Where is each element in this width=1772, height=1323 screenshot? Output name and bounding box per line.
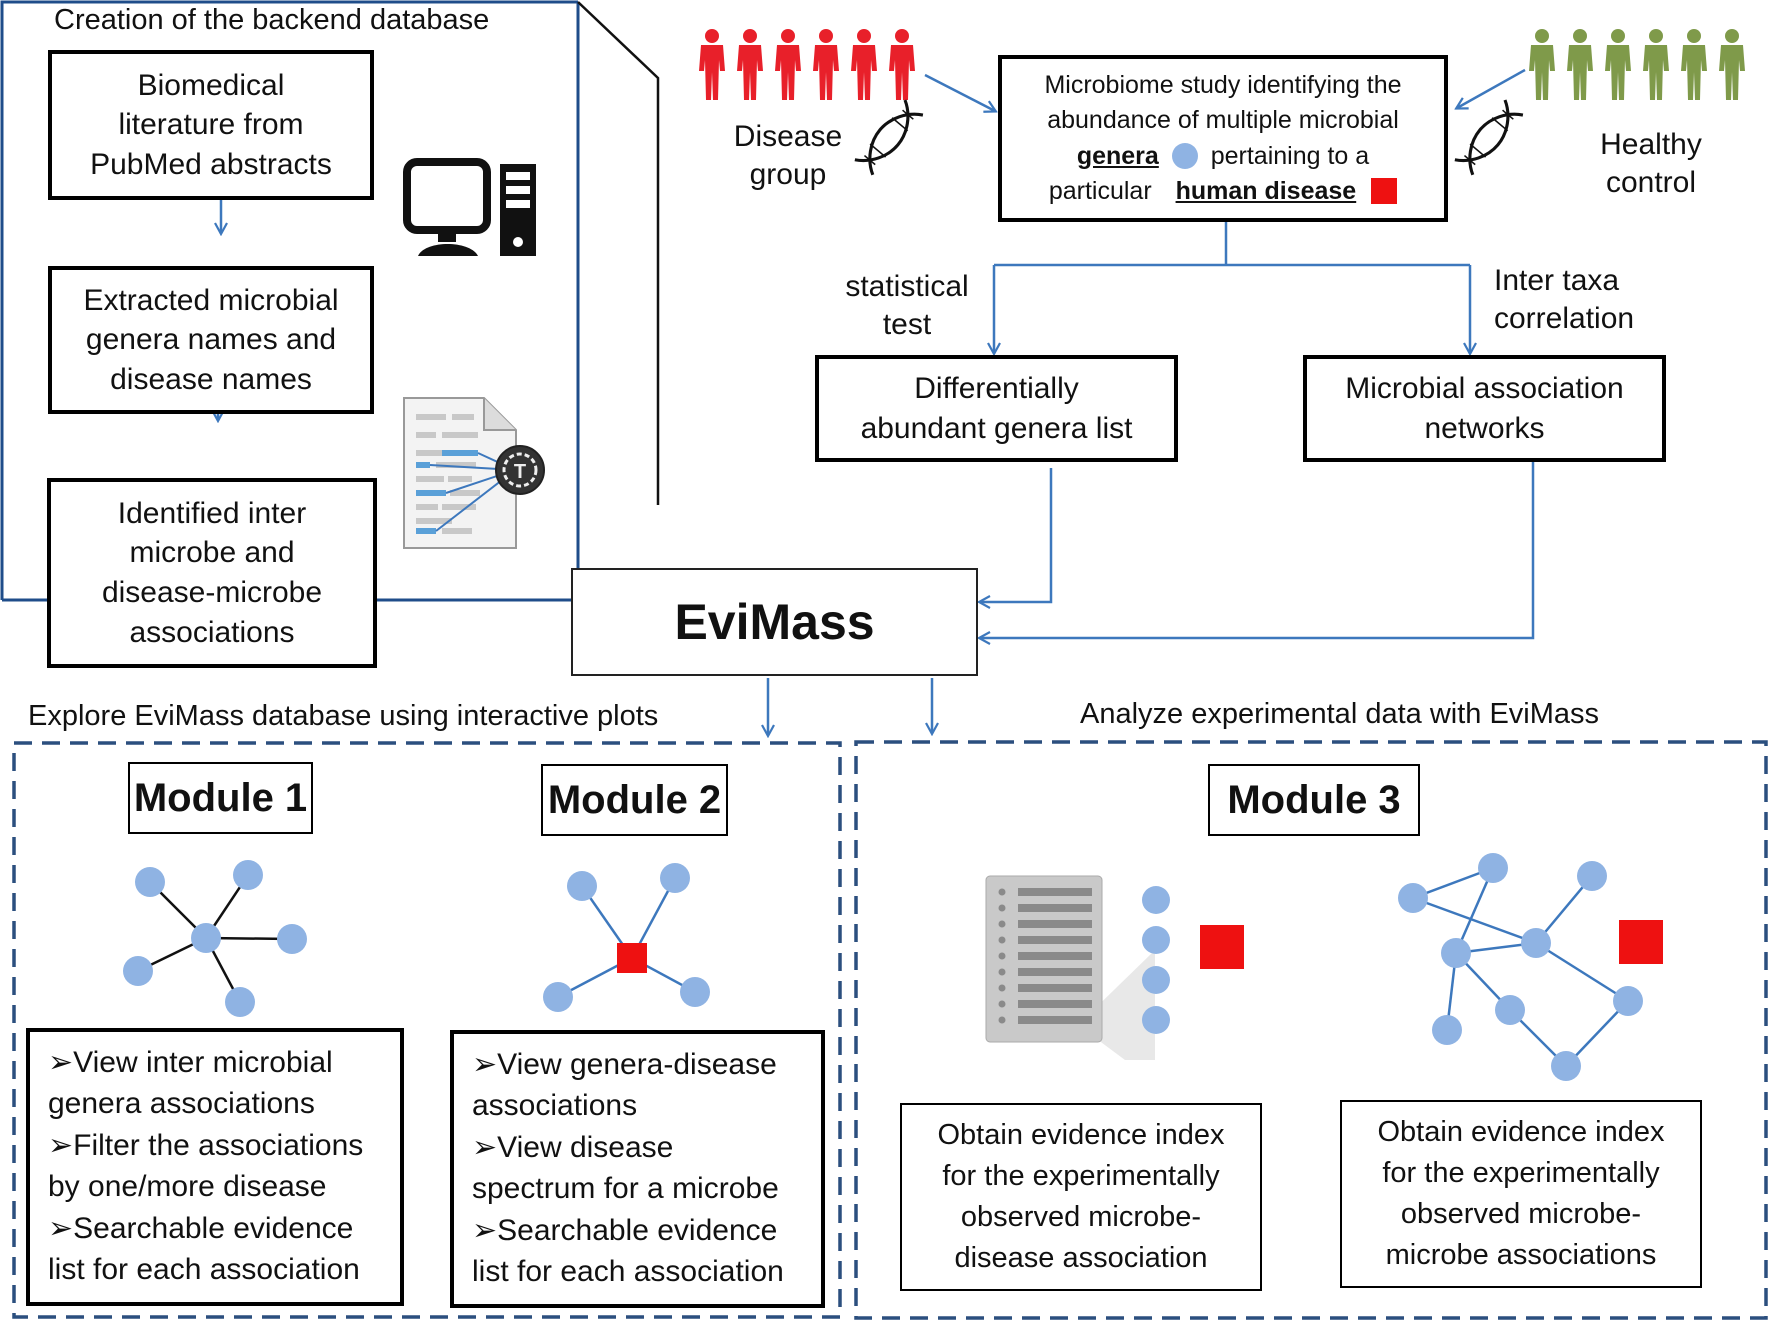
evidence-microbe-line: Obtain evidence index	[1377, 1115, 1665, 1148]
module1-feature-line: ➢Filter the associations	[48, 1128, 364, 1162]
inter-taxa-line: correlation	[1494, 302, 1635, 336]
module2-title-box: Module 2	[541, 764, 728, 836]
statistical-test-line: statistical	[845, 270, 969, 303]
inter-taxa-label: Inter taxa correlation	[1494, 262, 1664, 339]
module2-feature-line: ➢View disease	[472, 1130, 674, 1164]
association-networks-box: Microbial association networks	[1303, 355, 1666, 462]
healthy-control-line: control	[1605, 166, 1697, 200]
module2-features-box: ➢View genera-disease associations ➢View …	[450, 1030, 825, 1308]
disease-group-label: Disease group	[718, 118, 858, 195]
evidence-microbe-line: observed microbe-	[1400, 1198, 1642, 1230]
statistical-test-label: statistical test	[832, 268, 982, 345]
module1-feature-line: ➢View inter microbial	[48, 1046, 333, 1079]
evidence-microbe-line: microbe associations	[1385, 1239, 1657, 1272]
module3-title: Module 3	[1227, 777, 1401, 822]
analyze-panel	[854, 740, 1768, 1320]
disease-group-line: Disease	[733, 120, 843, 153]
module1-feature-line: genera associations	[48, 1087, 315, 1121]
identified-line: microbe and	[129, 536, 295, 570]
disease-group-people-icons	[699, 29, 915, 100]
diff-line: abundant genera list	[860, 411, 1133, 445]
evidence-index-microbe-box: Obtain evidence index for the experiment…	[1340, 1100, 1702, 1288]
identified-associations-box: Identified inter microbe and disease-mic…	[47, 478, 377, 668]
module2-feature-line: ➢Searchable evidence	[472, 1213, 778, 1247]
pubmed-line: PubMed abstracts	[90, 147, 332, 181]
module2-title: Module 2	[547, 777, 722, 822]
explore-panel-title: Explore EviMass database using interacti…	[28, 700, 659, 732]
evimass-title: EviMass	[674, 594, 875, 650]
study-split-lines	[994, 222, 1470, 353]
module1-star-network-icon	[123, 860, 307, 1017]
module3-microbe-network-icon	[1398, 853, 1663, 1081]
extracted-line: Extracted microbial	[83, 283, 339, 317]
extracted-line: genera names and	[85, 323, 337, 357]
evidence-list-icon	[985, 875, 1244, 1060]
identified-line: disease-microbe	[101, 576, 323, 609]
study-line2: abundance of multiple microbial	[1047, 106, 1399, 134]
study-line4: particular human disease	[1044, 174, 1401, 210]
evidence-disease-line: for the experimentally	[942, 1159, 1220, 1192]
genera-dot-icon	[1171, 142, 1198, 169]
computer-icon	[403, 158, 536, 256]
pubmed-line: literature from	[118, 108, 304, 142]
network-line: networks	[1424, 411, 1545, 445]
extracted-line: disease names	[110, 362, 312, 396]
genera-term: genera	[1076, 141, 1159, 170]
module1-features-box: ➢View inter microbial genera association…	[26, 1028, 404, 1306]
module1-feature-line: ➢Searchable evidence	[48, 1211, 354, 1245]
identified-line: associations	[129, 615, 295, 649]
module1-title-box: Module 1	[128, 762, 313, 834]
healthy-control-line: Healthy	[1600, 128, 1702, 161]
dna-icon	[853, 98, 925, 177]
healthy-control-people-icons	[1529, 29, 1745, 100]
module1-feature-line: by one/more disease	[48, 1170, 327, 1204]
module2-feature-line: associations	[472, 1089, 638, 1123]
arrow-network-to-evimass	[980, 462, 1535, 638]
evidence-index-disease-box: Obtain evidence index for the experiment…	[900, 1103, 1262, 1291]
inter-taxa-line: Inter taxa	[1494, 264, 1620, 297]
analyze-panel-title: Analyze experimental data with EviMass	[1080, 698, 1600, 730]
identified-line: Identified inter	[117, 496, 307, 530]
extracted-names-box: Extracted microbial genera names and dis…	[48, 266, 374, 414]
dna-icon	[1453, 98, 1525, 177]
module1-feature-line: list for each association	[48, 1252, 360, 1286]
network-line: Microbial association	[1345, 371, 1624, 405]
evimass-central-box: EviMass	[571, 568, 978, 676]
evidence-disease-line: observed microbe-	[960, 1201, 1202, 1233]
study-line3: genera pertaining to a	[1044, 139, 1401, 175]
differentially-abundant-box: Differentially abundant genera list	[815, 355, 1178, 462]
statistical-test-line: test	[882, 308, 932, 342]
study-line1: Microbiome study identifying the	[1044, 70, 1402, 99]
evidence-disease-line: Obtain evidence index	[937, 1118, 1225, 1151]
arrow-diff-to-evimass	[980, 468, 1053, 602]
diff-line: Differentially	[914, 371, 1079, 405]
healthy-control-label: Healthy control	[1576, 126, 1726, 203]
particular-text: particular	[1048, 177, 1152, 205]
module2-feature-line: spectrum for a microbe	[472, 1172, 779, 1206]
module2-feature-line: ➢View genera-disease	[472, 1048, 777, 1081]
arrow-disease-to-study	[924, 73, 995, 111]
microbiome-study-box: Microbiome study identifying the abundan…	[998, 55, 1448, 222]
human-disease-term: human disease	[1175, 177, 1357, 205]
svg-text:T: T	[514, 461, 526, 483]
pubmed-literature-box: Biomedical literature from PubMed abstra…	[48, 50, 374, 200]
module3-title-box: Module 3	[1208, 764, 1420, 836]
evidence-disease-line: disease association	[954, 1242, 1208, 1275]
evidence-microbe-line: for the experimentally	[1382, 1156, 1660, 1189]
text-mining-document-icon: T	[403, 397, 545, 549]
disease-square-icon	[1371, 178, 1398, 204]
module2-feature-line: list for each association	[472, 1254, 784, 1288]
disease-group-line: group	[749, 158, 827, 192]
backend-panel-title: Creation of the backend database	[54, 4, 490, 36]
pubmed-line: Biomedical	[137, 68, 285, 102]
pertaining-text: pertaining to a	[1210, 141, 1370, 170]
module1-title: Module 1	[133, 775, 308, 820]
module2-disease-network-icon	[543, 863, 710, 1012]
arrow-healthy-to-study	[1457, 68, 1526, 108]
